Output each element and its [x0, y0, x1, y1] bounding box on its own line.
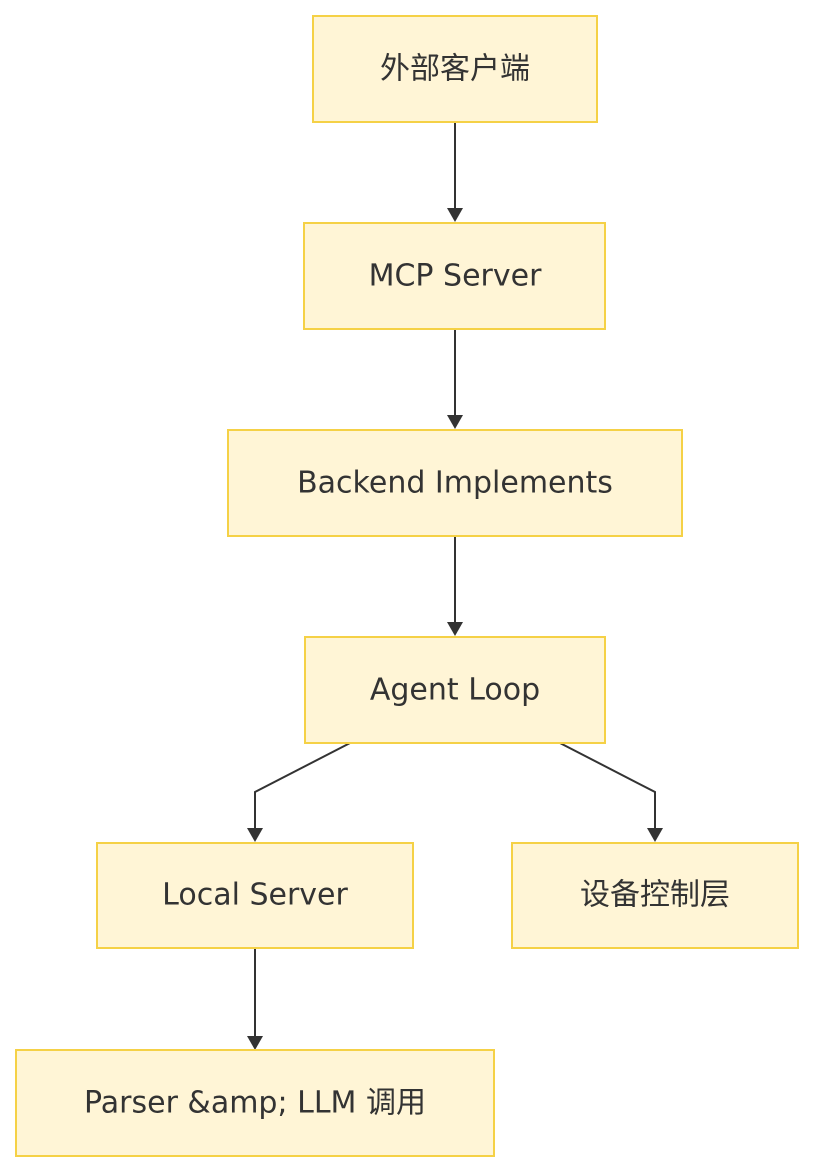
node-box [303, 222, 606, 330]
node-box [511, 842, 799, 949]
node-label: MCP Server [369, 259, 543, 294]
node-device-control: 设备控制层 [511, 842, 799, 949]
edge-agent-to-device [557, 741, 656, 828]
node-box [96, 842, 414, 949]
node-parser-llm: Parser &amp; LLM 调用 [15, 1049, 495, 1157]
node-box [304, 636, 606, 744]
node-box [227, 429, 683, 537]
node-backend-implements: Backend Implements [227, 429, 683, 537]
arrow-agent-to-local [247, 828, 263, 842]
node-label: Local Server [162, 878, 348, 913]
arrow-local-to-parser [247, 1036, 263, 1050]
node-box [312, 15, 598, 123]
edge-agent-to-local [254, 741, 353, 828]
node-label: Parser &amp; LLM 调用 [84, 1086, 426, 1121]
node-box [15, 1049, 495, 1157]
node-label: Backend Implements [297, 466, 613, 501]
arrow-agent-to-device [647, 828, 663, 842]
node-external-client: 外部客户端 [312, 15, 598, 123]
node-label: 外部客户端 [380, 52, 530, 87]
arrow-mcp-to-backend [447, 415, 463, 429]
node-mcp-server: MCP Server [303, 222, 606, 330]
arrow-client-to-mcp [447, 208, 463, 222]
node-label: Agent Loop [370, 673, 540, 708]
node-local-server: Local Server [96, 842, 414, 949]
node-agent-loop: Agent Loop [304, 636, 606, 744]
edges [247, 122, 663, 1050]
arrow-backend-to-agent [447, 622, 463, 636]
node-label: 设备控制层 [580, 878, 730, 913]
